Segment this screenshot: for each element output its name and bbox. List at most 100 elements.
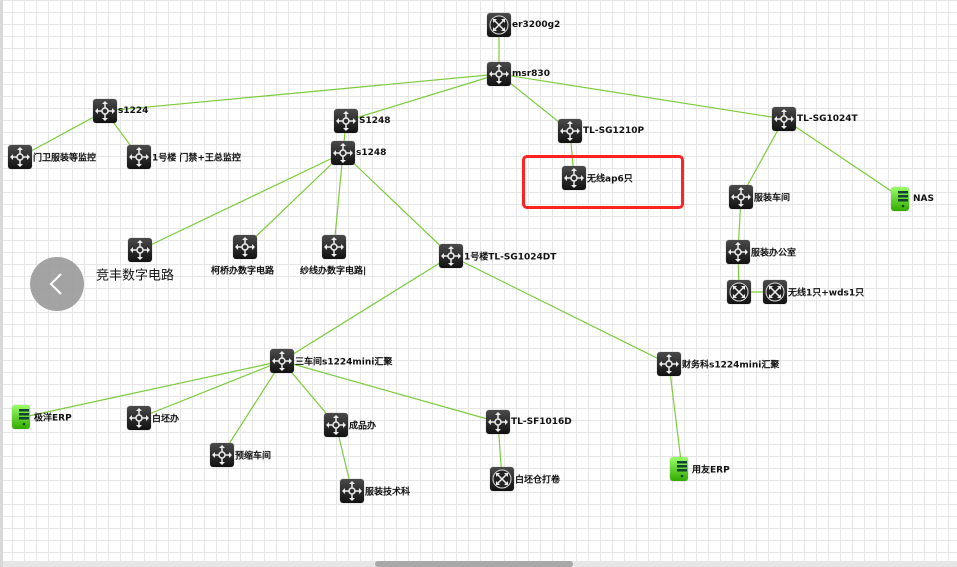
- node-label: 无线ap6只: [587, 174, 633, 185]
- node-label: 1号楼TL-SG1024DT: [464, 252, 557, 263]
- server-icon: [677, 461, 687, 478]
- node-bpc[interactable]: [490, 467, 514, 491]
- node-label: 极洋ERP: [34, 413, 72, 424]
- switch-icon: [95, 101, 115, 121]
- node-ap1[interactable]: [727, 280, 751, 304]
- switch-icon: [235, 237, 255, 257]
- node-label: 服装技术科: [365, 487, 411, 498]
- link-msr830-S1248a: [345, 73, 500, 122]
- scrollbar-thumb[interactable]: [375, 561, 573, 567]
- back-button[interactable]: [30, 257, 84, 311]
- link-s1248b-keqiao: [244, 152, 344, 248]
- node-shaxian[interactable]: [322, 235, 346, 259]
- link-sg1024dt-scj: [281, 255, 452, 362]
- link-scj-sf1016d: [281, 360, 499, 423]
- router-icon: [765, 282, 785, 302]
- node-label: TL-SF1016D: [511, 417, 572, 427]
- node-fzbgs[interactable]: [726, 240, 750, 264]
- switch-icon: [129, 408, 149, 428]
- highlight-box: [522, 155, 684, 209]
- router-icon: [492, 469, 512, 489]
- link-msr830-sg1024t: [498, 73, 785, 120]
- node-bpb[interactable]: [127, 406, 151, 430]
- link-cwk-yyerp: [668, 363, 683, 470]
- node-label: 服装车间: [754, 193, 791, 204]
- node-label: 门卫服装等监控: [33, 153, 97, 164]
- node-s1224[interactable]: [93, 99, 117, 123]
- switch-icon: [489, 64, 509, 84]
- node-label: 服装办公室: [751, 248, 797, 259]
- switch-icon: [212, 445, 232, 465]
- server-icon: [19, 409, 29, 426]
- node-S1248a[interactable]: [334, 109, 358, 133]
- node-label: 成品办: [349, 421, 377, 432]
- link-scj-yscj: [221, 360, 283, 456]
- switch-icon: [728, 242, 748, 262]
- link-s1248b-sg1024dt: [342, 152, 452, 257]
- node-label: s1248: [356, 148, 387, 158]
- link-sg1024t-fzcj: [740, 118, 785, 198]
- node-label: 柯桥办数字电路: [211, 266, 275, 277]
- node-label: 白坯仓打卷: [515, 475, 561, 486]
- node-lou1[interactable]: [127, 145, 151, 169]
- node-label: 无线1只+wds1只: [788, 288, 865, 299]
- switch-icon: [272, 351, 292, 371]
- switch-icon: [130, 240, 150, 260]
- node-fzcj[interactable]: [729, 185, 753, 209]
- node-scj[interactable]: [270, 349, 294, 373]
- link-sg1024dt-cwk: [450, 255, 670, 365]
- node-label: S1248: [359, 116, 391, 126]
- node-msr830[interactable]: [487, 62, 511, 86]
- router-icon: [489, 15, 509, 35]
- node-fzjsk[interactable]: [340, 479, 364, 503]
- switch-icon: [129, 147, 149, 167]
- node-sg1024dt[interactable]: [439, 244, 463, 268]
- link-s1248b-shaxian: [333, 152, 344, 248]
- link-scj-bpb: [138, 360, 283, 419]
- switch-icon: [488, 412, 508, 432]
- link-s1224-menwei: [19, 110, 106, 158]
- node-yyerp[interactable]: [670, 457, 688, 481]
- node-menwei[interactable]: [8, 145, 32, 169]
- node-cpb[interactable]: [324, 413, 348, 437]
- link-scj-jyerp: [23, 360, 283, 418]
- link-s1248b-jingfeng: [139, 152, 344, 251]
- node-sg1024t[interactable]: [772, 107, 796, 131]
- node-keqiao[interactable]: [233, 235, 257, 259]
- node-label: 1号楼 门禁+王总监控: [152, 153, 241, 164]
- node-cwk[interactable]: [657, 352, 681, 376]
- link-msr830-s1224: [104, 73, 500, 112]
- server-icon: [898, 191, 908, 208]
- horizontal-scrollbar[interactable]: [3, 561, 957, 567]
- node-label: 白坯办: [152, 414, 180, 425]
- switch-icon: [659, 354, 679, 374]
- node-yscj[interactable]: [210, 443, 234, 467]
- switch-icon: [333, 143, 353, 163]
- node-label: 财务科s1224mini汇聚: [682, 360, 780, 371]
- node-sf1016d[interactable]: [486, 410, 510, 434]
- switch-icon: [441, 246, 461, 266]
- node-label: er3200g2: [512, 20, 561, 30]
- node-ap6[interactable]: [562, 166, 586, 190]
- node-nas[interactable]: [891, 187, 909, 211]
- switch-icon: [564, 168, 584, 188]
- node-s1248b[interactable]: [331, 141, 355, 165]
- node-label: 三车间s1224mini汇聚: [295, 357, 393, 368]
- node-sg1210p[interactable]: [558, 119, 582, 143]
- node-label: 竞丰数字电路: [96, 268, 175, 284]
- switch-icon: [560, 121, 580, 141]
- node-jingfeng[interactable]: [128, 238, 152, 262]
- node-label: TL-SG1210P: [583, 126, 645, 136]
- node-label: NAS: [913, 194, 934, 204]
- link-sg1024t-nas: [783, 118, 904, 200]
- switch-icon: [731, 187, 751, 207]
- node-wds[interactable]: [763, 280, 787, 304]
- node-label: msr830: [512, 69, 550, 79]
- router-icon: [729, 282, 749, 302]
- switch-icon: [326, 415, 346, 435]
- switch-icon: [342, 481, 362, 501]
- node-jyerp[interactable]: [12, 405, 30, 429]
- node-er3200g2[interactable]: [487, 13, 511, 37]
- node-label: s1224: [118, 106, 149, 116]
